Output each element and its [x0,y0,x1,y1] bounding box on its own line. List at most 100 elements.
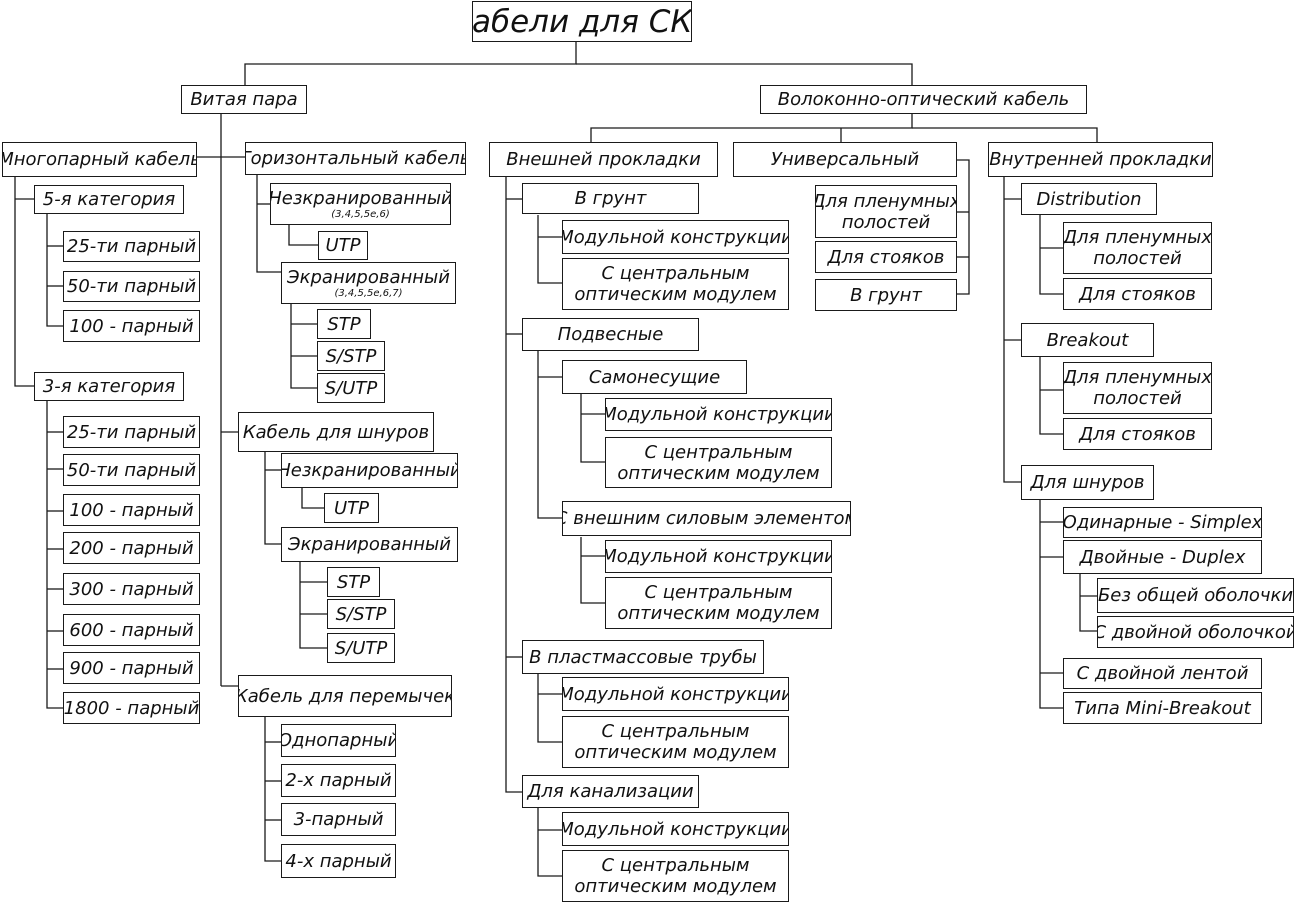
simplex-node-label: Одинарные - Simplex [1063,512,1262,533]
cords-unshielded-node: Незкранированный [281,453,458,488]
self-supporting-item-label: Модульной конструкции [605,404,832,425]
distribution-item: Для стояков [1063,278,1212,310]
cords-shielded-item-label: S/UTP [334,637,388,659]
cat5-item-label: 25-ти парный [66,236,197,257]
simplex-node: Одинарные - Simplex [1063,507,1262,538]
connector-line [537,215,562,284]
jumpers-item-label: 3-парный [293,809,384,830]
multipair-cable-node-label: Многопарный кабель [2,149,197,170]
cords-shielded-item: STP [327,567,380,597]
distribution-item-label: Для стояков [1079,283,1196,305]
connector-line [1039,357,1063,435]
ducts-item-label: Модульной конструкции [562,818,789,840]
connector-line [580,394,605,463]
cat3-item: 25-ти парный [63,416,200,448]
connector-line [46,401,63,709]
cords-cable-node: Кабель для шнуров [238,412,434,452]
connector-line [14,174,34,387]
cords-shielded-item-label: S/STP [335,603,387,625]
cat5-item: 50-ти парный [63,271,200,302]
connector-line [580,537,605,604]
connector-line [537,808,562,877]
duplex-node-label: Двойные - Duplex [1079,546,1246,568]
external-strength-item-line: С центральным [644,582,793,603]
ducts-item: Модульной конструкции [562,812,789,846]
cords-unshielded-node-label: Незкранированный [281,460,458,481]
ground-item-line: оптическим модулем [574,284,777,305]
twisted-pair-node: Витая пара [181,85,307,114]
cat3-item: 600 - парный [63,614,200,646]
jumpers-item-label: 2-х парный [285,770,392,791]
breakout-item: Для стояков [1063,418,1212,450]
external-strength-node-label: С внешним силовым элементом [562,508,851,529]
ducts-item-line: оптическим модулем [574,876,777,897]
diagram-title: Кабели для СКС [472,1,692,42]
jumpers-cable-node: Кабель для перемычек [238,675,452,717]
connector-line [299,561,327,649]
aerial-node-label: Подвесные [557,324,664,345]
cat5-item-label: 100 - парный [69,315,194,337]
outdoor-node-label: Внешней прокладки [506,149,701,170]
cat3-item-label: 25-ти парный [66,421,197,443]
horizontal-cable-node-label: Горизонтальный кабель [245,148,466,169]
ducts-item-line: С центральным [601,855,750,876]
ground-item: Модульной конструкции [562,220,789,254]
self-supporting-node: Самонесущие [562,360,747,394]
connector-line [264,452,281,545]
plastic-pipes-item-line: оптическим модулем [574,742,777,763]
breakout-node-label: Breakout [1046,329,1129,351]
duplex-item-label: Без общей оболочки [1097,585,1294,606]
external-strength-node: С внешним силовым элементом [562,501,851,536]
cat3-item-label: 1800 - парный [63,697,200,719]
cat3-item: 200 - парный [63,532,200,564]
cat3-item-label: 200 - парный [69,537,194,559]
twisted-pair-node-label: Витая пара [190,89,298,110]
cat3-item-label: 900 - парный [69,657,194,679]
cat3-node-label: 3-я категория [42,376,176,397]
distribution-node: Distribution [1021,183,1157,215]
connector-line [1039,500,1063,709]
cords-shielded-item: S/UTP [327,633,395,663]
cat3-item: 50-ти парный [63,454,200,486]
mini-breakout-node: Типа Mini-Breakout [1063,692,1262,724]
cat3-item: 100 - парный [63,494,200,526]
jumpers-item: Однопарный [281,724,396,757]
cords-utp: UTP [324,493,379,523]
plastic-pipes-item: Модульной конструкции [562,677,789,711]
cat3-item-label: 600 - парный [69,619,194,641]
indoor-cords-node-label: Для шнуров [1030,472,1145,493]
multipair-cable-node: Многопарный кабель [2,142,197,177]
horizontal-shielded-item: S/STP [317,341,385,371]
breakout-item-line: Для пленумных [1063,367,1212,388]
plastic-pipes-item-label: Модульной конструкции [562,683,789,705]
horizontal-cable-node: Горизонтальный кабель [245,142,466,175]
ground-item-label: Модульной конструкции [562,226,789,248]
cat3-item: 300 - парный [63,573,200,605]
universal-item: В грунт [815,279,957,311]
self-supporting-item: Модульной конструкции [605,398,832,431]
jumpers-item-label: Однопарный [281,730,396,751]
cat3-item-label: 300 - парный [69,578,194,600]
horizontal-shielded-item-label: STP [327,313,361,335]
diagram-title-label: Кабели для СКС [472,3,692,40]
horizontal-shielded-item: S/UTP [317,373,385,403]
horizontal-shielded-node-label: Экранированный [287,267,450,288]
duplex-item-label: С двойной оболочкой [1097,621,1294,643]
cat3-item-label: 100 - парный [69,499,194,521]
horizontal-shielded-item: STP [317,309,371,339]
connector-line [912,127,1098,142]
cords-shielded-node-label: Экранированный [288,534,451,555]
fiber-node-label: Волоконно-оптический кабель [777,89,1070,110]
jumpers-cable-node-label: Кабель для перемычек [238,685,452,707]
ducts-node-label: Для канализации [527,781,694,802]
cat5-item: 25-ти парный [63,231,200,262]
connector-line [256,174,281,273]
duplex-item: С двойной оболочкой [1097,616,1294,648]
